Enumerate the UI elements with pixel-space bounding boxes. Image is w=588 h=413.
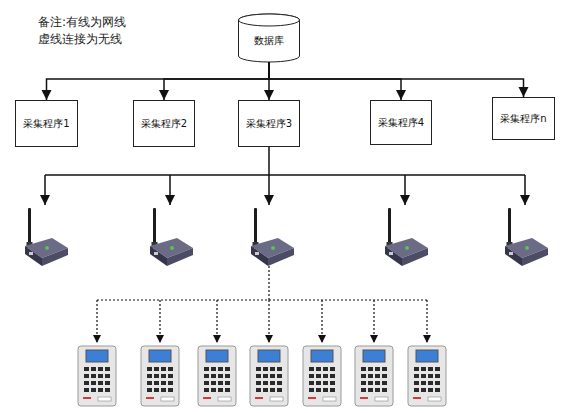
wireless-link (216, 300, 217, 343)
wireless-router (251, 208, 294, 266)
network-wire (44, 175, 46, 205)
data-terminal (78, 346, 116, 406)
process-box: 采集程序4 (370, 100, 432, 145)
node-label: 采集程序2 (141, 118, 187, 130)
wireless-link (159, 300, 160, 343)
wireless-link (321, 300, 322, 343)
wireless-link (96, 300, 97, 343)
process-box: 采集程序n (492, 97, 555, 140)
cylinder-top (239, 14, 300, 26)
wireless-link (373, 300, 374, 343)
network-wire (268, 175, 270, 205)
process-box: 采集程序2 (133, 100, 195, 147)
data-terminal (408, 346, 446, 406)
data-terminal (198, 346, 236, 406)
network-wire (404, 175, 406, 205)
network-connector (269, 62, 524, 97)
network-wire (169, 175, 171, 205)
network-wire (524, 175, 526, 205)
wireless-router (505, 208, 548, 266)
note-text: 虚线连接为无线 (38, 31, 122, 48)
process-box: 采集程序3 (238, 100, 300, 147)
network-connector (164, 62, 269, 100)
data-terminal (141, 346, 179, 406)
wireless-link (97, 299, 427, 300)
wireless-link (268, 300, 269, 343)
data-terminal (303, 346, 341, 406)
cylinder-body (239, 14, 300, 62)
wireless-link (268, 266, 269, 300)
wireless-router (150, 208, 193, 266)
node-label: 采集程序1 (23, 118, 69, 130)
wireless-link (426, 300, 427, 343)
wireless-router (25, 208, 68, 266)
process-box: 采集程序1 (15, 100, 78, 147)
wireless-links (97, 266, 427, 343)
wireless-router (385, 208, 428, 266)
wired-bus (45, 147, 525, 205)
network-wire (268, 147, 270, 175)
network-connector (269, 62, 401, 100)
note-text: 备注:有线为网线 (38, 14, 126, 31)
node-label: 数据库 (254, 29, 284, 47)
node-label: 采集程序3 (246, 118, 292, 130)
database-cylinder: 数据库 (238, 14, 300, 62)
network-wire (45, 174, 525, 176)
network-connector (47, 62, 270, 100)
node-label: 采集程序4 (378, 117, 424, 129)
data-terminal (355, 346, 393, 406)
data-terminal (250, 346, 288, 406)
node-label: 采集程序n (500, 113, 546, 125)
network-connector (268, 62, 270, 100)
